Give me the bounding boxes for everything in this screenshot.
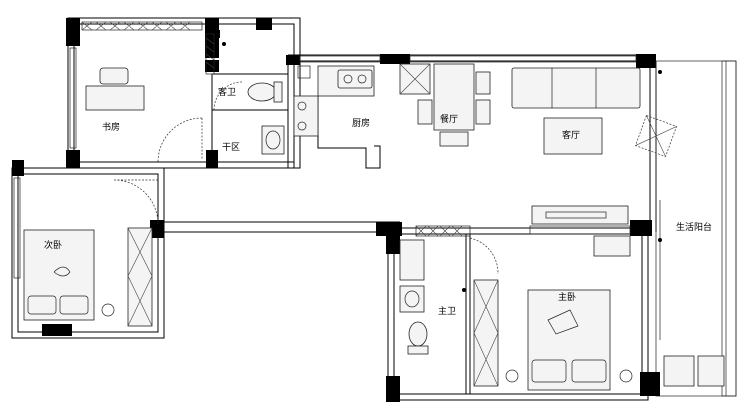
- study-label: 书房: [102, 121, 120, 133]
- wardrobe-2: [127, 227, 153, 327]
- dining-table: [433, 63, 475, 131]
- study-room: 书房: [85, 33, 215, 163]
- washer: [663, 355, 695, 387]
- balcony: 生活阳台: [659, 200, 725, 387]
- nightstand-lamp: [101, 303, 115, 317]
- armchair: [635, 115, 677, 157]
- master-bath: 主卫: [399, 237, 499, 355]
- study-desk: [85, 85, 145, 111]
- balcony-label: 生活阳台: [676, 221, 712, 233]
- sofa: [511, 67, 641, 109]
- study-door-arc: [157, 117, 203, 163]
- guest-bath: 客卫 干区: [213, 81, 285, 155]
- wardrobe-master: [473, 279, 499, 387]
- master-shower: [399, 239, 425, 281]
- guest-bath-label: 客卫: [218, 86, 236, 98]
- walls: [11, 17, 737, 402]
- stove: [293, 95, 319, 137]
- living-room: 客厅: [511, 67, 677, 225]
- master-sink: [399, 285, 425, 313]
- dining-area: 餐厅: [399, 63, 491, 147]
- coffee-table: [543, 117, 603, 155]
- dining-label: 餐厅: [440, 113, 458, 125]
- master-bed: [527, 289, 611, 391]
- living-label: 客厅: [562, 129, 580, 141]
- tv-cabinet: [531, 205, 629, 225]
- windows: [13, 21, 637, 279]
- dryer: [697, 355, 725, 387]
- second-bedroom: 次卧: [23, 179, 159, 327]
- master-bath-label: 主卫: [438, 305, 456, 317]
- dry-area-label: 干区: [222, 142, 240, 153]
- desk-master: [593, 235, 631, 257]
- study-chair: [99, 67, 129, 85]
- guest-toilet: [247, 82, 277, 102]
- kitchen: 厨房: [293, 65, 375, 137]
- master-bedroom-label: 主卧: [558, 291, 576, 303]
- second-bedroom-label: 次卧: [44, 239, 62, 251]
- kitchen-sink: [337, 69, 373, 89]
- fixtures: [222, 42, 662, 292]
- guest-sink: [261, 125, 285, 155]
- kitchen-label: 厨房: [352, 117, 370, 129]
- master-bedroom: 主卧: [473, 235, 633, 391]
- master-toilet: [408, 321, 428, 347]
